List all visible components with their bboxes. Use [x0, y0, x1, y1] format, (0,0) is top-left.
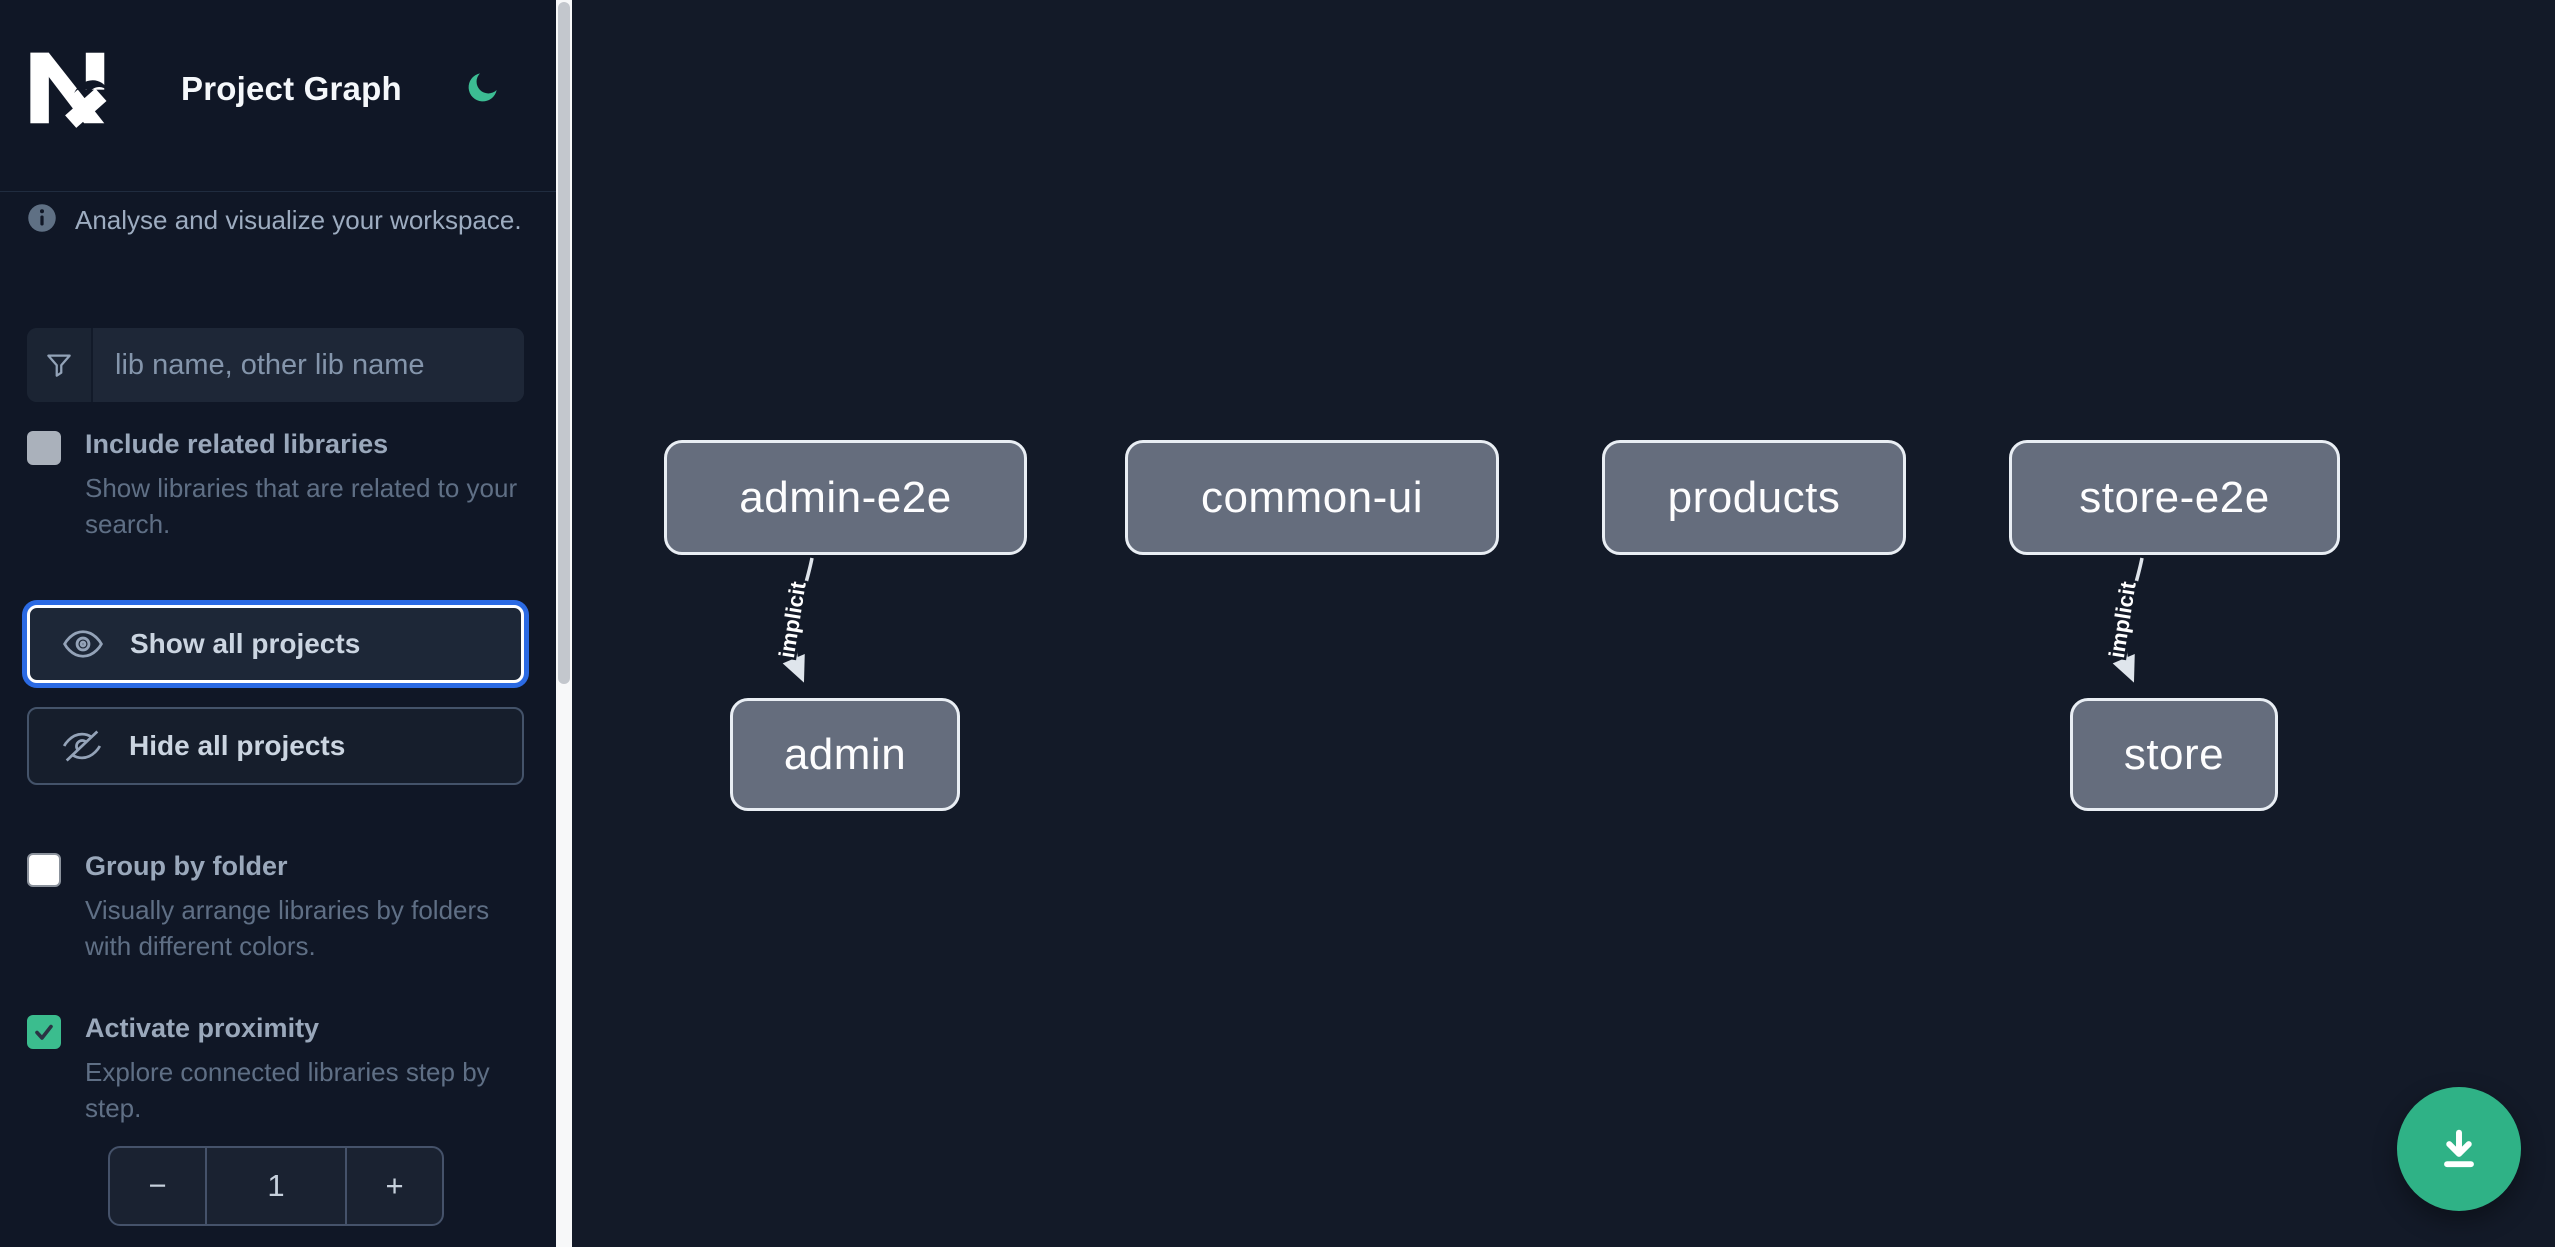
search-input[interactable]: [93, 328, 524, 402]
filter-searchbox: [27, 328, 524, 402]
node-common-ui[interactable]: common-ui: [1125, 440, 1499, 555]
info-icon: [28, 204, 56, 232]
nx-logo: [30, 52, 109, 128]
show-all-projects-button[interactable]: Show all projects: [27, 605, 524, 683]
increment-button[interactable]: +: [345, 1148, 442, 1224]
download-icon: [2444, 1129, 2474, 1168]
edge-store-e2e-store[interactable]: implicit: [2101, 557, 2144, 683]
moon-icon[interactable]: [462, 68, 502, 108]
node-store-e2e[interactable]: store-e2e: [2009, 440, 2340, 555]
option-description: Explore connected libraries step by step…: [85, 1057, 490, 1123]
sidebar-header: Project Graph: [0, 0, 556, 192]
option-label[interactable]: Include related libraries: [85, 429, 389, 459]
edge-label[interactable]: implicit: [2101, 577, 2143, 663]
node-products[interactable]: products: [1602, 440, 1906, 555]
button-label: Hide all projects: [129, 730, 346, 761]
option-label[interactable]: Activate proximity: [85, 1013, 320, 1043]
eye-off-icon: [62, 730, 102, 762]
group-by-folder-checkbox[interactable]: [27, 853, 61, 887]
download-graph-button[interactable]: [2397, 1087, 2521, 1211]
option-label[interactable]: Group by folder: [85, 851, 288, 881]
eye-icon: [63, 630, 103, 658]
button-label: Show all projects: [130, 628, 361, 659]
proximity-depth-stepper: − 1 +: [108, 1146, 444, 1226]
sidebar-scrollbar: [556, 0, 572, 1247]
option-activate-proximity: Activate proximity Explore connected lib…: [27, 1013, 527, 1126]
node-admin-e2e[interactable]: admin-e2e: [664, 440, 1027, 555]
graph-edges: implicit implicit: [771, 557, 2144, 683]
node-store[interactable]: store: [2070, 698, 2278, 811]
decrement-button[interactable]: −: [110, 1148, 207, 1224]
workspace-info-text: Analyse and visualize your workspace.: [75, 205, 522, 235]
option-description: Show libraries that are related to your …: [85, 473, 518, 539]
option-group-by-folder: Group by folder Visually arrange librari…: [27, 851, 527, 964]
edge-label[interactable]: implicit: [771, 577, 813, 663]
filter-funnel-icon: [27, 328, 93, 402]
graph-canvas[interactable]: implicit implicit admin-e2e common-ui pr…: [572, 0, 2555, 1247]
activate-proximity-checkbox[interactable]: [27, 1015, 61, 1049]
workspace-info: Analyse and visualize your workspace.: [27, 203, 527, 236]
page-title: Project Graph: [181, 70, 402, 107]
edge-admin-e2e-admin[interactable]: implicit: [771, 557, 814, 683]
sidebar: Project Graph Analyse and visualize your…: [0, 0, 556, 1247]
scrollbar-thumb[interactable]: [558, 2, 570, 684]
stepper-value: 1: [267, 1168, 285, 1203]
hide-all-projects-button[interactable]: Hide all projects: [27, 707, 524, 785]
checkmark-icon: [35, 1024, 53, 1040]
node-admin[interactable]: admin: [730, 698, 960, 811]
option-include-related: Include related libraries Show libraries…: [27, 429, 527, 542]
include-related-checkbox[interactable]: [27, 431, 61, 465]
option-description: Visually arrange libraries by folders wi…: [85, 895, 490, 961]
